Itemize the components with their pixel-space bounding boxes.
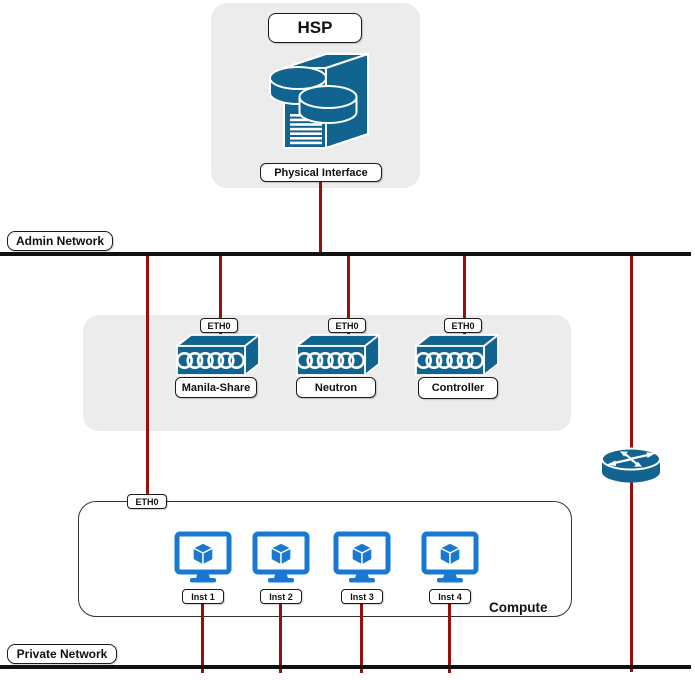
- neutron-eth0-label: ETH0: [328, 318, 366, 333]
- inst3-label: Inst 3: [341, 589, 383, 604]
- storage-server-icon: [269, 53, 369, 149]
- controller-label: Controller: [418, 377, 498, 399]
- wire-admin-manila: [219, 256, 222, 318]
- wire-admin-compute: [146, 256, 149, 495]
- inst4-label: Inst 4: [429, 589, 471, 604]
- router-icon: [601, 447, 661, 483]
- switch-icon-manila: [176, 334, 260, 376]
- switch-icon-neutron: [296, 334, 380, 376]
- wire-hsp-admin: [319, 182, 322, 256]
- compute-eth0-label: ETH0: [127, 494, 167, 509]
- instance-monitor-icon-1: [174, 531, 232, 583]
- wire-inst3-private: [360, 603, 363, 673]
- wire-inst4-private: [448, 603, 451, 673]
- private-network-line: [0, 665, 691, 669]
- manila-eth0-label: ETH0: [200, 318, 238, 333]
- switch-icon-controller: [415, 334, 499, 376]
- hsp-title: HSP: [268, 13, 362, 43]
- instance-monitor-icon-2: [252, 531, 310, 583]
- admin-network-label: Admin Network: [7, 231, 113, 251]
- compute-box: [78, 501, 572, 617]
- inst2-label: Inst 2: [260, 589, 302, 604]
- controller-eth0-label: ETH0: [444, 318, 482, 333]
- physical-interface-label: Physical Interface: [260, 163, 382, 182]
- private-network-label: Private Network: [7, 644, 117, 664]
- wire-inst2-private: [279, 603, 282, 673]
- compute-caption: Compute: [489, 600, 548, 615]
- manila-share-label: Manila-Share: [175, 377, 257, 398]
- admin-network-line: [0, 252, 691, 256]
- wire-admin-neutron: [347, 256, 350, 318]
- wire-admin-controller: [463, 256, 466, 318]
- instance-monitor-icon-3: [333, 531, 391, 583]
- wire-inst1-private: [201, 603, 204, 673]
- inst1-label: Inst 1: [182, 589, 224, 604]
- instance-monitor-icon-4: [421, 531, 479, 583]
- neutron-label: Neutron: [296, 377, 376, 398]
